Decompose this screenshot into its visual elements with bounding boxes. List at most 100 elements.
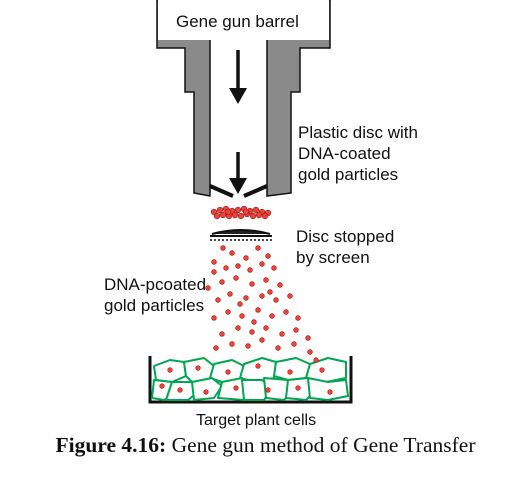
gold-particle bbox=[252, 206, 260, 214]
gold-particle bbox=[283, 309, 289, 315]
gold-particle bbox=[275, 345, 281, 351]
gold-particle bbox=[243, 295, 249, 301]
gold-particle bbox=[229, 341, 235, 347]
gold-particle bbox=[291, 341, 297, 347]
gold-particle bbox=[231, 211, 239, 219]
gold-particle bbox=[307, 349, 313, 355]
gold-particle bbox=[319, 367, 325, 373]
gold-particle bbox=[251, 319, 257, 325]
gold-particle bbox=[271, 265, 277, 271]
plant-cell bbox=[307, 377, 349, 401]
gold-particle bbox=[295, 385, 301, 391]
gold-particle bbox=[211, 269, 217, 275]
label-gene-gun-barrel: Gene gun barrel bbox=[176, 12, 299, 31]
gold-particle bbox=[327, 389, 333, 395]
gold-particle bbox=[245, 343, 251, 349]
barrel-nozzle-left bbox=[209, 184, 234, 198]
gold-particle bbox=[203, 389, 209, 395]
gold-particle bbox=[313, 357, 319, 363]
gold-particle bbox=[224, 208, 232, 216]
gold-particle bbox=[239, 313, 245, 319]
caption-text: Gene gun method of Gene Transfer bbox=[171, 433, 476, 457]
caption-number: Figure 4.16: bbox=[55, 433, 167, 457]
gold-particle bbox=[215, 297, 221, 303]
gold-particle bbox=[263, 277, 269, 283]
particle-cluster bbox=[210, 205, 272, 220]
gold-particle bbox=[259, 261, 265, 267]
gold-particle bbox=[261, 212, 269, 220]
plant-cells bbox=[151, 357, 349, 401]
gold-particle bbox=[277, 282, 283, 288]
gold-particle bbox=[195, 365, 201, 371]
particles-in-cells bbox=[159, 357, 333, 395]
gold-particle bbox=[295, 315, 301, 321]
petri-dish bbox=[148, 356, 353, 404]
label-plastic-disc: Plastic disc with DNA-coated gold partic… bbox=[298, 123, 418, 184]
gold-particle bbox=[249, 329, 255, 335]
gold-particle bbox=[225, 309, 231, 315]
gold-particle bbox=[259, 293, 265, 299]
gold-particle bbox=[237, 212, 245, 220]
gold-particle bbox=[219, 331, 225, 337]
gold-particle bbox=[233, 385, 239, 391]
gold-particle bbox=[219, 279, 225, 285]
gold-particle bbox=[269, 313, 275, 319]
gold-particle bbox=[255, 307, 261, 313]
plant-cell bbox=[273, 357, 311, 381]
gold-particle bbox=[205, 285, 211, 291]
stopping-screen bbox=[210, 229, 272, 241]
gold-particle bbox=[219, 211, 227, 219]
gold-particle bbox=[235, 263, 241, 269]
gold-particle bbox=[305, 335, 311, 341]
gold-particle bbox=[216, 206, 224, 214]
gold-particle bbox=[287, 369, 293, 375]
gold-particle bbox=[211, 315, 217, 321]
label-dna-particles: DNA-pcoated gold particles bbox=[104, 275, 207, 315]
gold-particle bbox=[233, 275, 239, 281]
gold-particle bbox=[265, 253, 271, 259]
gold-particle bbox=[237, 301, 243, 307]
gold-particle bbox=[225, 369, 231, 375]
barrel-right-wall bbox=[266, 0, 331, 197]
gold-particle bbox=[293, 327, 299, 333]
barrel-top-area bbox=[158, 0, 329, 40]
particle-spray bbox=[205, 245, 313, 355]
gold-particle bbox=[223, 265, 229, 271]
gold-particle bbox=[213, 212, 221, 220]
plant-cell bbox=[191, 377, 223, 401]
gold-particle bbox=[213, 345, 219, 351]
gold-particle bbox=[243, 255, 249, 261]
figure-caption: Figure 4.16: Gene gun method of Gene Tra… bbox=[0, 433, 531, 458]
gold-particle bbox=[167, 367, 173, 373]
gold-particle bbox=[229, 250, 235, 256]
gold-particle bbox=[255, 363, 261, 369]
gold-particle bbox=[177, 387, 183, 393]
gold-particle bbox=[279, 331, 285, 337]
gold-particle bbox=[255, 245, 261, 251]
gold-particle bbox=[249, 212, 257, 220]
gold-particle bbox=[235, 325, 241, 331]
gold-particle bbox=[259, 337, 265, 343]
gold-particle bbox=[227, 291, 233, 297]
arrow-lower-icon bbox=[229, 152, 247, 194]
gold-particle bbox=[263, 325, 269, 331]
gold-particle bbox=[247, 267, 253, 273]
gold-particle bbox=[273, 297, 279, 303]
gold-particle bbox=[220, 245, 226, 251]
barrel-left-wall bbox=[156, 0, 211, 197]
gold-particle bbox=[265, 387, 271, 393]
barrel-nozzle-right bbox=[243, 184, 268, 198]
gold-particle bbox=[242, 208, 250, 216]
gold-particle bbox=[255, 211, 263, 219]
label-target-cells: Target plant cells bbox=[196, 412, 317, 429]
gold-particle bbox=[249, 281, 255, 287]
gold-particle bbox=[287, 293, 293, 299]
label-disc-stopped: Disc stopped by screen bbox=[296, 227, 395, 267]
gold-particle bbox=[234, 206, 242, 214]
gold-particle bbox=[267, 289, 273, 295]
gold-particle bbox=[159, 383, 165, 389]
gold-particle bbox=[211, 259, 217, 265]
arrow-upper-icon bbox=[229, 50, 247, 104]
